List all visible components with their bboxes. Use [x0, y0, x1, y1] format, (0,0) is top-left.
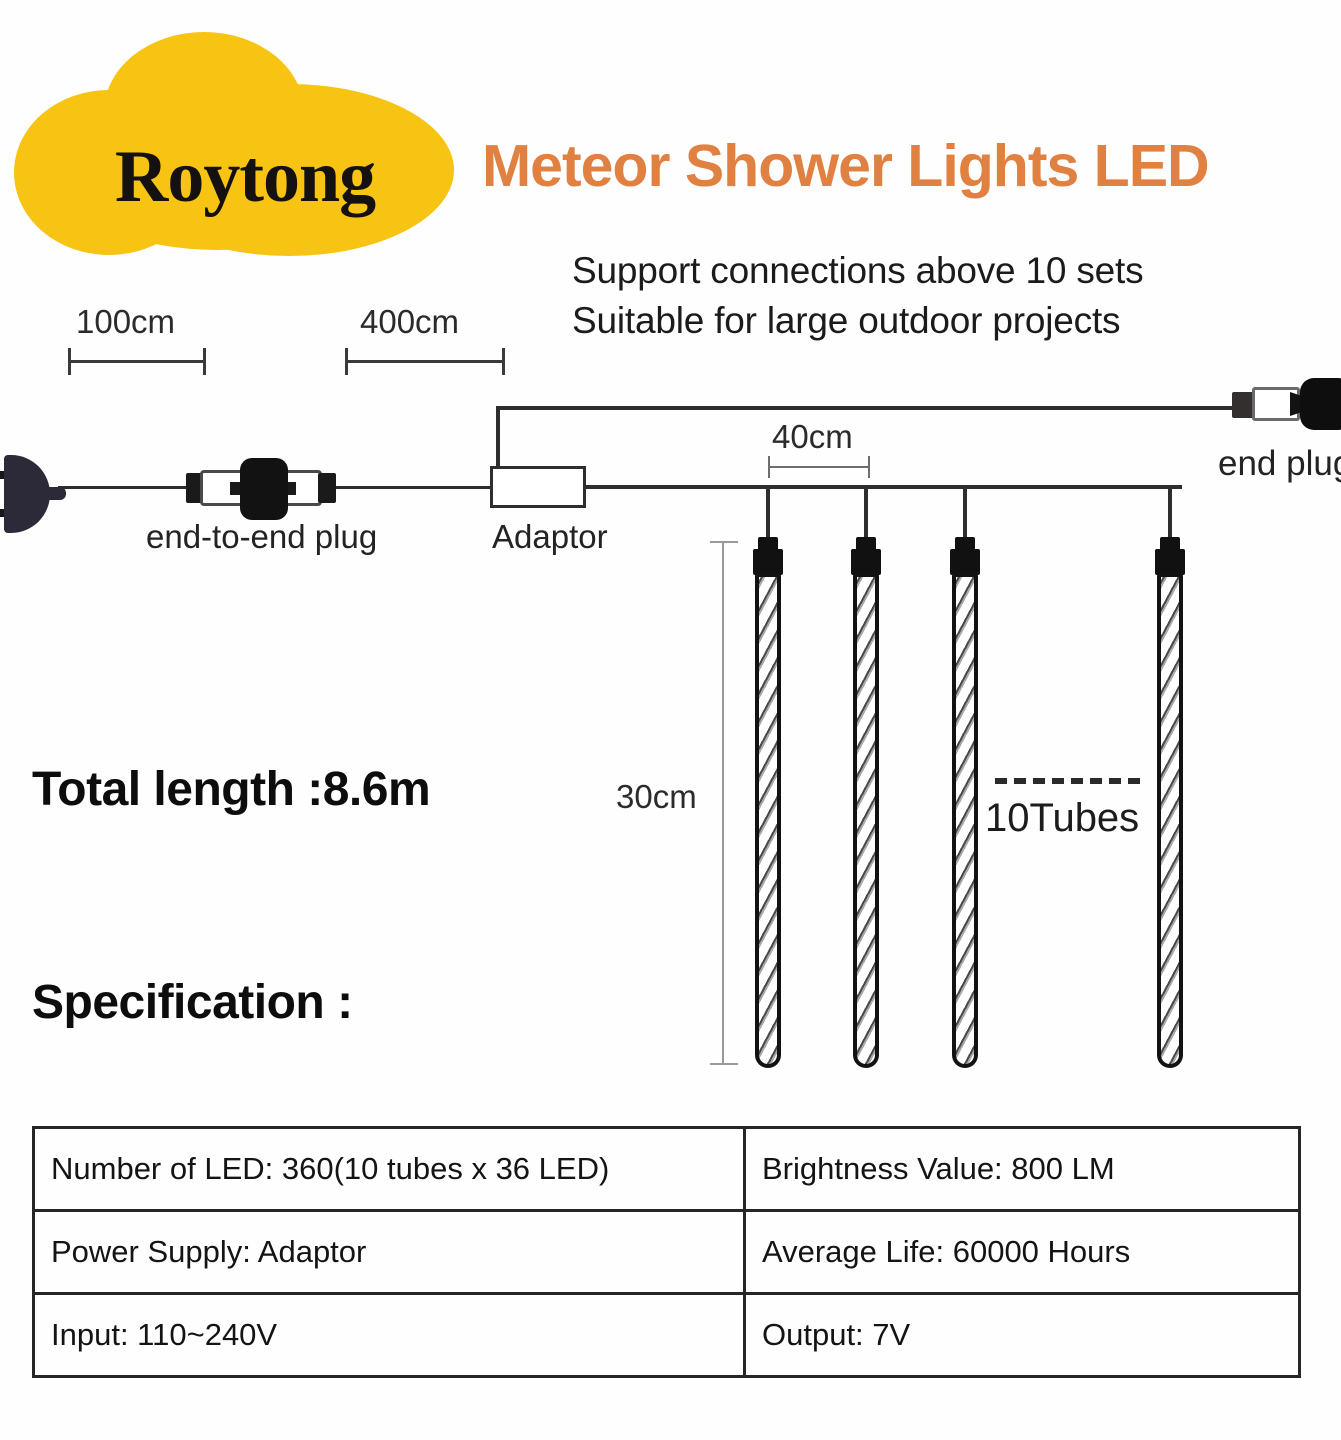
spec-cell-average-life: Average Life: 60000 Hours — [743, 1209, 1301, 1295]
connector-ferrule-left — [186, 473, 204, 503]
brand-logo: Roytong — [8, 28, 468, 256]
tube-cap-body — [753, 549, 783, 575]
tube-drop-wire-2 — [864, 485, 868, 541]
ac-power-plug-icon — [0, 455, 66, 533]
dimension-cap-30cm-bottom — [710, 1063, 738, 1065]
tube-body — [755, 573, 781, 1068]
tube-body — [853, 573, 879, 1068]
specification-heading: Specification : — [32, 976, 353, 1029]
end-to-end-plug-label: end-to-end plug — [146, 518, 378, 555]
dimension-line-40cm — [768, 466, 870, 468]
dimension-label-30cm: 30cm — [616, 778, 697, 815]
page-title: Meteor Shower Lights LED — [482, 133, 1210, 199]
wire-branch-riser-top — [496, 406, 1244, 410]
end-plug-label: end plug — [1218, 444, 1341, 483]
dimension-cap-100cm-right — [203, 348, 206, 375]
logo-blob-center — [68, 120, 368, 250]
spec-cell-brightness: Brightness Value: 800 LM — [743, 1126, 1301, 1212]
wire-adaptor-to-rail — [582, 485, 1182, 489]
spec-cell-input: Input: 110~240V — [32, 1292, 746, 1378]
spec-cell-output: Output: 7V — [743, 1292, 1301, 1378]
subtitle-line-2: Suitable for large outdoor projects — [572, 300, 1121, 341]
dimension-line-100cm — [68, 360, 206, 363]
connector-ferrule-right — [318, 473, 336, 503]
plug-cord-tip — [44, 487, 66, 500]
dimension-cap-40cm-right — [868, 456, 870, 478]
dimension-line-30cm — [722, 541, 724, 1065]
specification-table: Number of LED: 360(10 tubes x 36 LED) Br… — [32, 1126, 1301, 1378]
tube-drop-wire-last — [1168, 485, 1172, 541]
tube-cap-body — [851, 549, 881, 575]
end-to-end-plug-icon — [186, 458, 336, 520]
tube-body — [952, 573, 978, 1068]
tube-cap-body — [1155, 549, 1185, 575]
spec-cell-led-count: Number of LED: 360(10 tubes x 36 LED) — [32, 1126, 746, 1212]
wire-connector-to-adaptor — [322, 486, 494, 489]
connector-hub — [240, 458, 288, 520]
end-plug-ferrule — [1232, 392, 1254, 418]
dimension-cap-40cm-left — [768, 456, 770, 478]
wire-branch-riser-vertical — [496, 406, 500, 478]
tube-continuation-dashes — [995, 778, 1140, 784]
tube-body — [1157, 573, 1183, 1068]
dimension-line-400cm — [345, 360, 505, 363]
tube-drop-wire-3 — [963, 485, 967, 541]
adaptor-icon — [490, 466, 586, 508]
logo-wordmark: Roytong — [114, 136, 376, 218]
dimension-label-40cm: 40cm — [772, 418, 853, 455]
tube-count-label: 10Tubes — [985, 796, 1140, 840]
tube-cap-body — [950, 549, 980, 575]
subtitle-line-1: Support connections above 10 sets — [572, 250, 1144, 291]
wire-plug-to-connector — [58, 486, 198, 489]
end-plug-cap — [1300, 378, 1341, 430]
dimension-cap-400cm-left — [345, 348, 348, 375]
spec-cell-power-supply: Power Supply: Adaptor — [32, 1209, 746, 1295]
table-row: Input: 110~240V Output: 7V — [32, 1292, 1301, 1378]
dimension-cap-100cm-left — [68, 348, 71, 375]
table-row: Power Supply: Adaptor Average Life: 6000… — [32, 1209, 1301, 1295]
tube-drop-wire-1 — [766, 485, 770, 541]
dimension-label-100cm: 100cm — [76, 303, 176, 340]
dimension-label-400cm: 400cm — [360, 303, 460, 340]
total-length-heading: Total length :8.6m — [32, 763, 431, 816]
dimension-cap-30cm-top — [710, 541, 738, 543]
dimension-cap-400cm-right — [502, 348, 505, 375]
adaptor-label: Adaptor — [492, 518, 608, 555]
table-row: Number of LED: 360(10 tubes x 36 LED) Br… — [32, 1126, 1301, 1212]
end-plug-icon — [1232, 378, 1341, 430]
